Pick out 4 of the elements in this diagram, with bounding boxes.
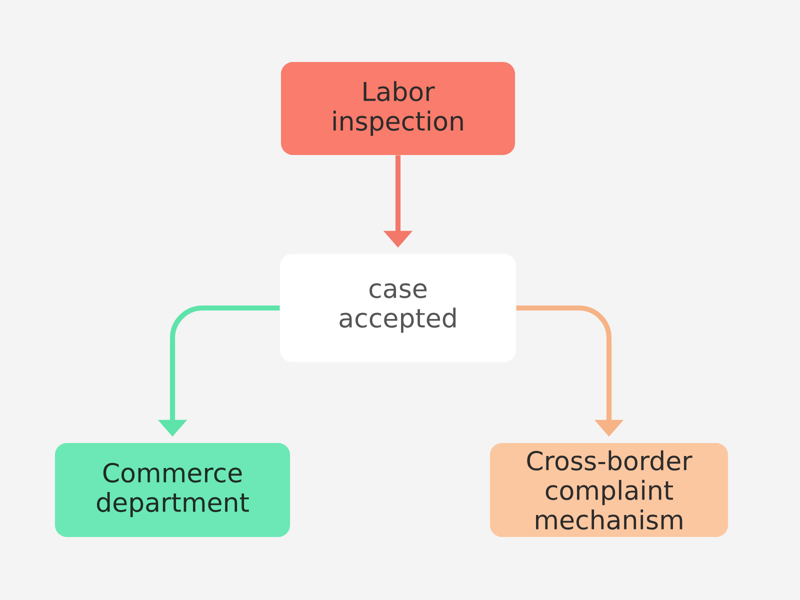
process-box: Commerce department — [54, 443, 290, 538]
process-box: case accepted — [280, 254, 516, 362]
process-box: Labor inspection — [280, 62, 516, 156]
process-box: Cross-border complaint mechanism — [490, 443, 728, 538]
